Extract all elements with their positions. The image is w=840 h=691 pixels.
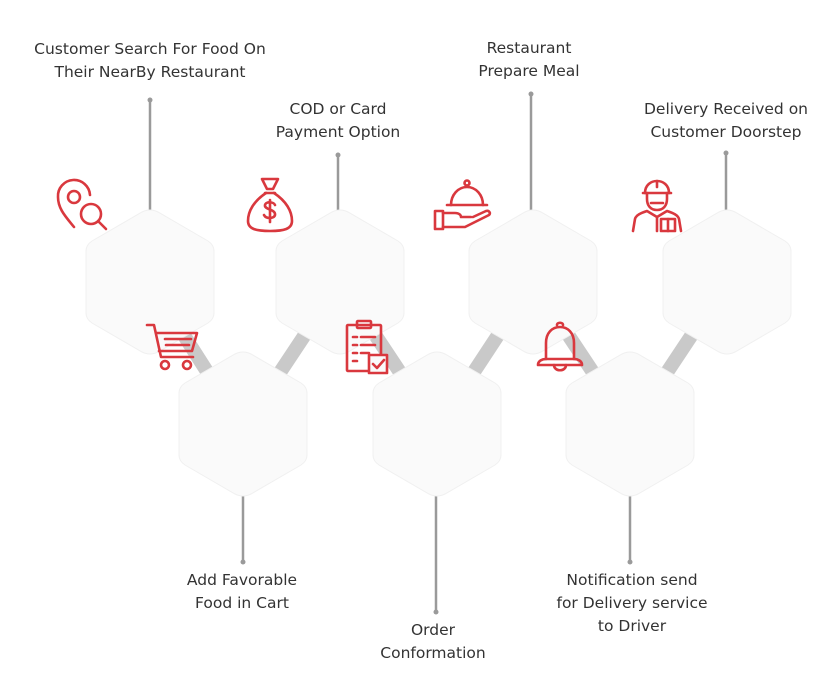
location-search-icon bbox=[56, 178, 108, 231]
step-notify-line-3: to Driver bbox=[597, 617, 667, 635]
step-order-line-1: Order bbox=[410, 621, 456, 639]
step-delivery-line-2: Customer Doorstep bbox=[650, 123, 802, 141]
step-cart-line-1: Add Favorable bbox=[186, 571, 298, 589]
shopping-cart-icon bbox=[145, 323, 199, 371]
serving-cloche-icon bbox=[433, 179, 492, 231]
step-prepare-line-2: Prepare Meal bbox=[478, 62, 580, 80]
step-cart-line-2: Food in Cart bbox=[195, 594, 289, 612]
step-delivery-line-1: Delivery Received on bbox=[643, 100, 809, 118]
step-payment-node bbox=[246, 177, 410, 359]
step-notify-node bbox=[536, 321, 700, 501]
step-payment-line-1: COD or Card bbox=[289, 100, 387, 118]
bell-icon bbox=[536, 321, 584, 372]
step-notify-line-1: Notification send bbox=[566, 571, 698, 589]
step-cart-label: Add Favorable Food in Cart bbox=[187, 569, 297, 615]
step-prepare-line-1: Restaurant bbox=[486, 39, 572, 57]
step-search-line-2: Their NearBy Restaurant bbox=[54, 63, 246, 81]
step-prepare-node bbox=[433, 179, 603, 359]
money-bag-icon bbox=[246, 177, 294, 233]
step-cart-node bbox=[145, 323, 313, 501]
step-order-line-2: Conformation bbox=[380, 644, 486, 662]
step-search-label: Customer Search For Food On Their NearBy… bbox=[34, 38, 266, 84]
step-payment-line-2: Payment Option bbox=[275, 123, 401, 141]
step-order-label: Order Conformation bbox=[380, 619, 485, 665]
step-delivery-node bbox=[631, 179, 797, 359]
step-notify-line-2: for Delivery service bbox=[556, 594, 708, 612]
clipboard-check-icon bbox=[345, 319, 389, 375]
step-notify-label: Notification send for Delivery service t… bbox=[556, 569, 707, 638]
step-delivery-label: Delivery Received on Customer Doorstep bbox=[644, 98, 808, 144]
step-order-node bbox=[345, 319, 507, 501]
delivery-person-icon bbox=[631, 179, 683, 233]
step-search-node bbox=[56, 178, 220, 359]
step-payment-label: COD or Card Payment Option bbox=[276, 98, 401, 144]
step-search-line-1: Customer Search For Food On bbox=[34, 40, 266, 58]
step-prepare-label: Restaurant Prepare Meal bbox=[478, 37, 579, 83]
